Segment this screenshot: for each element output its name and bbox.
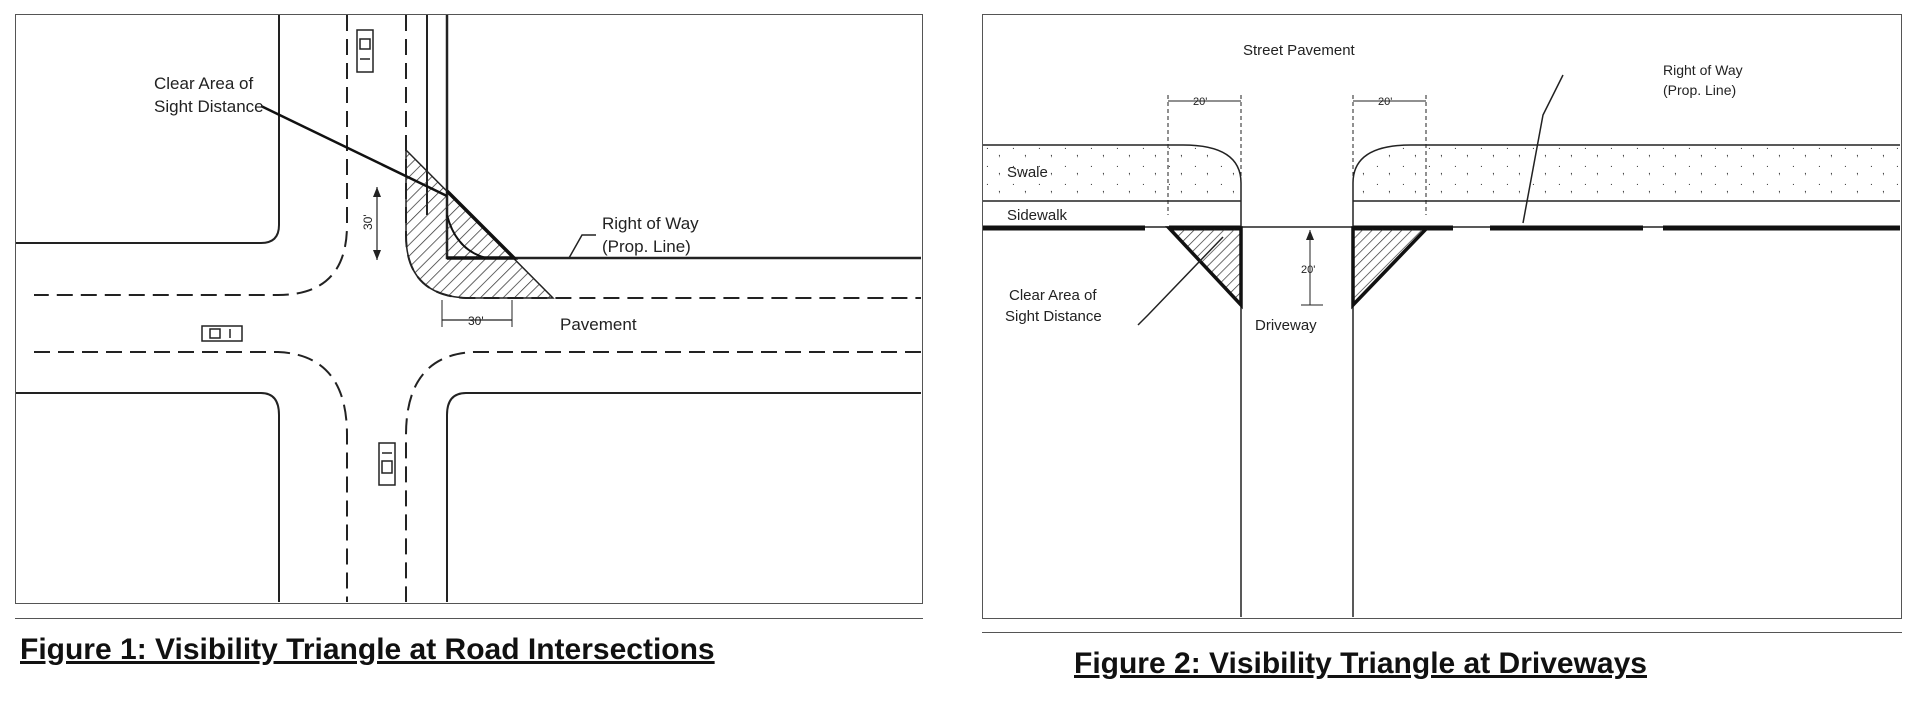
clear-area-label-line2: Sight Distance (154, 97, 264, 116)
street-pavement-label: Street Pavement (1243, 42, 1356, 59)
pavement-edge-top-left (34, 15, 348, 296)
right-of-way-label-line2: (Prop. Line) (602, 237, 691, 256)
clear-area-leader (1137, 236, 1224, 326)
sight-triangle-right (1351, 226, 1432, 310)
pavement-label: Pavement (560, 315, 637, 334)
pavement-edge-bottom-left (34, 351, 348, 602)
car-icon-top (356, 29, 374, 73)
car-icon-left (201, 325, 243, 342)
figure-2-rule (982, 632, 1902, 633)
swale-label: Swale (1007, 164, 1048, 181)
car-icon-bottom (378, 442, 396, 486)
figure-2-driveway-diagram: . , (982, 14, 1902, 619)
sight-triangle-outline (445, 189, 519, 260)
clear-area-label-line1: Clear Area of (154, 74, 253, 93)
clear-area-leader (260, 104, 448, 198)
figure-1-rule (15, 618, 923, 619)
dim-horizontal-label: 30' (468, 314, 484, 328)
sidewalk-label: Sidewalk (1007, 207, 1068, 224)
dim-vertical-label: 30' (361, 214, 375, 230)
dim-right-label: 20' (1378, 96, 1392, 108)
figure-1-intersection-diagram: · , (15, 14, 923, 604)
right-of-way-leader (568, 234, 596, 259)
dim-vertical-label: 20' (1301, 264, 1315, 276)
block-bottom-right (446, 392, 921, 602)
clear-area-label-line1: Clear Area of (1009, 287, 1097, 304)
sight-triangle-left (1164, 226, 1243, 310)
block-top-left (16, 15, 280, 244)
right-of-way-label-line2: (Prop. Line) (1663, 82, 1736, 98)
right-of-way-leader (1522, 74, 1564, 224)
pavement-edge-bottom-right (405, 351, 921, 602)
figure-2-caption: Figure 2: Visibility Triangle at Drivewa… (1074, 647, 1647, 680)
driveway-drawing: . , (983, 42, 1900, 617)
driveway-label: Driveway (1255, 317, 1317, 334)
dim-left-label: 20' (1193, 96, 1207, 108)
figure-1-caption: Figure 1: Visibility Triangle at Road In… (20, 633, 715, 666)
intersection-drawing: · , (16, 15, 921, 602)
right-of-way-label-line1: Right of Way (1663, 62, 1743, 78)
right-of-way-label-line1: Right of Way (602, 214, 699, 233)
clear-area-label-line2: Sight Distance (1005, 308, 1102, 325)
block-bottom-left (16, 392, 280, 602)
